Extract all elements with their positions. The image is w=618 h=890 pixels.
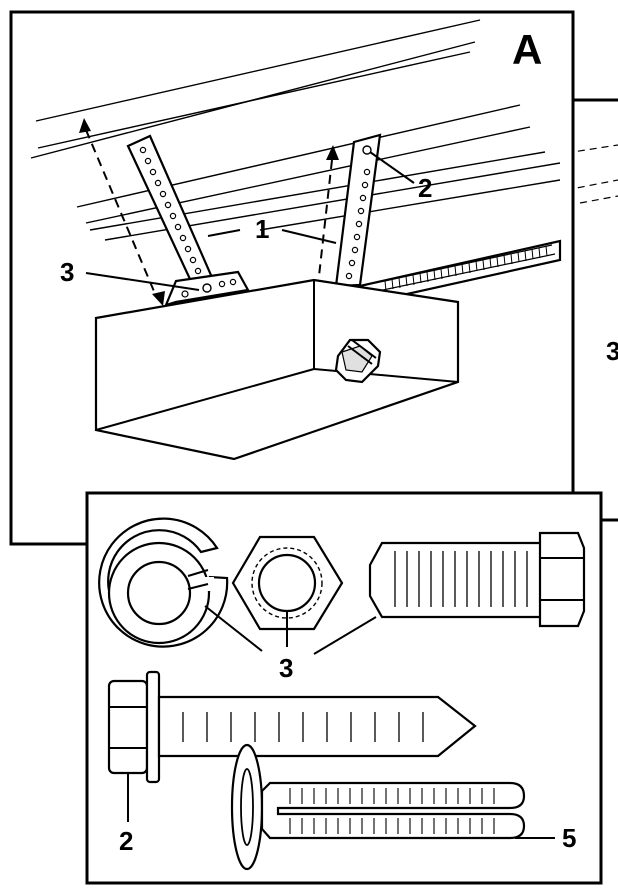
panel-a-leaders <box>85 151 415 291</box>
flanged-bolt <box>107 670 477 784</box>
panel-a: A <box>9 10 575 546</box>
rail <box>358 239 562 306</box>
callout-anchor: 5 <box>562 823 576 853</box>
partial-callout-3: 3 <box>606 336 618 366</box>
callout-fasteners: 3 <box>279 653 293 683</box>
mount-arrows <box>79 118 339 306</box>
panel-letter: A <box>512 26 542 73</box>
right-strap <box>334 133 382 288</box>
adjustment-knob <box>334 338 382 384</box>
lock-washer <box>98 517 229 648</box>
ceiling-joists <box>30 19 561 241</box>
wall-anchor <box>230 743 526 871</box>
opener-box <box>94 278 460 461</box>
callout-bolt: 2 <box>418 173 432 203</box>
callout-fastener: 3 <box>60 257 74 287</box>
callout-strap: 1 <box>255 214 269 244</box>
callout-flanged-bolt: 2 <box>119 826 133 856</box>
mounting-bracket <box>164 270 250 307</box>
hardware-inset: 3 2 5 <box>85 491 603 885</box>
hex-nut <box>231 535 344 631</box>
inset-leaders <box>127 605 555 839</box>
hex-bolt <box>368 531 586 628</box>
